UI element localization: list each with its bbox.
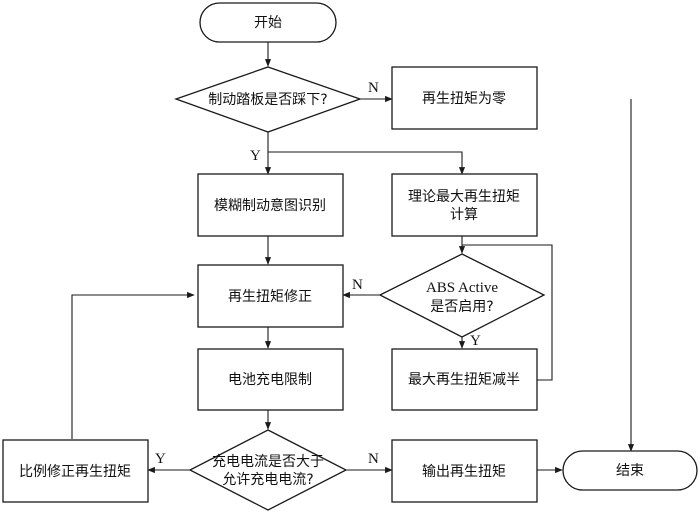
theory-max-node: 理论最大再生扭矩 计算 [391, 173, 538, 237]
proportional-node: 比例修正再生扭矩 [2, 439, 149, 503]
end-node: 结束 [562, 450, 698, 491]
regen-correction-node: 再生扭矩修正 [197, 264, 344, 328]
brake-yes-label: Y [250, 148, 261, 164]
output-regen-label: 输出再生扭矩 [422, 464, 506, 480]
battery-limit-node: 电池充电限制 [197, 348, 344, 411]
battery-limit-label: 电池充电限制 [228, 372, 312, 388]
brake-decision: 制动踏板是否踩下? [174, 66, 362, 133]
output-regen-node: 输出再生扭矩 [391, 439, 538, 503]
brake-decision-label: 制动踏板是否踩下? [208, 92, 327, 108]
start-label: 开始 [254, 15, 282, 31]
charge-decision: 充电电流是否大于 允许充电电流? [188, 429, 348, 511]
theory-max-label-line1: 理论最大再生扭矩 [408, 189, 520, 205]
edge-labels: N Y N Y Y N [155, 80, 481, 467]
edge-proportional-loop-back [71, 291, 195, 439]
max-halve-label: 最大再生扭矩减半 [408, 372, 520, 388]
regen-zero-node: 再生扭矩为零 [391, 66, 538, 130]
proportional-label: 比例修正再生扭矩 [19, 464, 131, 480]
abs-decision-label-line1: ABS Active [426, 280, 498, 296]
charge-decision-label-line1: 充电电流是否大于 [212, 454, 324, 470]
charge-yes-label: Y [155, 451, 166, 467]
abs-decision: ABS Active 是否启用? [378, 253, 546, 338]
abs-no-label: N [352, 277, 363, 293]
edge-halve-loop-back [462, 244, 553, 381]
regen-zero-label: 再生扭矩为零 [422, 91, 506, 107]
fuzzy-intent-label: 模糊制动意图识别 [214, 197, 326, 214]
fuzzy-intent-node: 模糊制动意图识别 [197, 173, 344, 237]
start-node: 开始 [199, 2, 337, 43]
brake-no-label: N [368, 80, 379, 96]
edges [71, 42, 635, 474]
charge-decision-label-line2: 允许充电电流? [222, 472, 313, 488]
abs-decision-label-line2: 是否启用? [430, 299, 493, 315]
end-label: 结束 [616, 463, 644, 479]
max-halve-node: 最大再生扭矩减半 [391, 348, 538, 411]
edge-brake-yes-to-theory [268, 151, 466, 175]
theory-max-label-line2: 计算 [450, 207, 478, 223]
regen-correction-label: 再生扭矩修正 [228, 289, 312, 305]
charge-no-label: N [368, 451, 379, 467]
abs-yes-label: Y [470, 333, 481, 349]
